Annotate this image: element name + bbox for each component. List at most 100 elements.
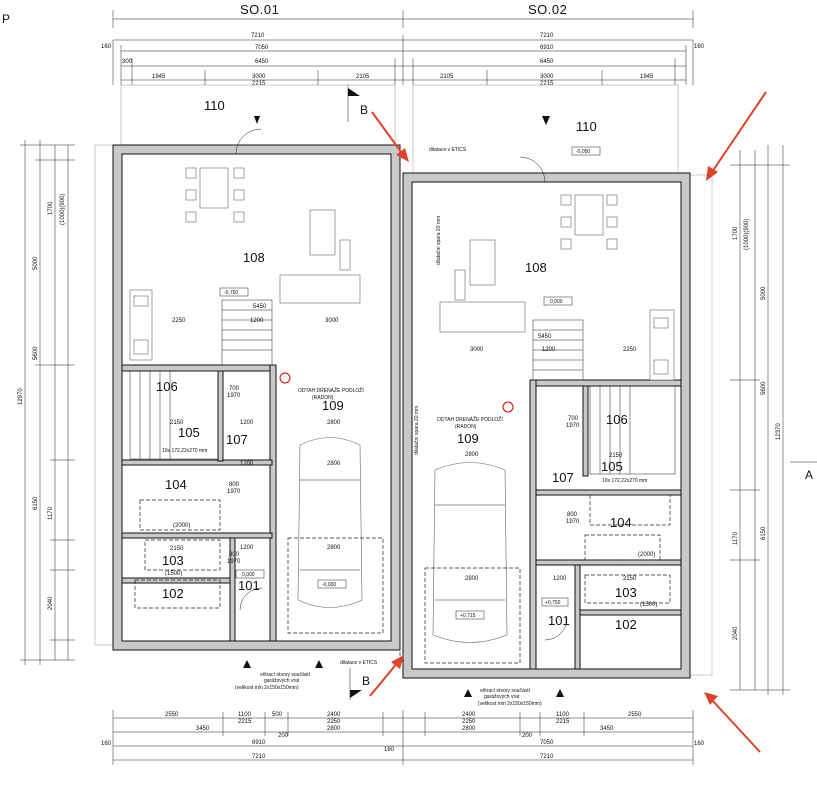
bath-fixture (139, 499, 221, 531)
exterior-wall (402, 172, 691, 679)
dim-label: 800 (567, 512, 578, 518)
room-108-left: 108 (243, 250, 265, 265)
vetraci-note-2: garážových vrat (484, 694, 520, 700)
stair-note: 10x 172,22x270 mm (162, 448, 207, 454)
dim-label: 200 (278, 733, 289, 739)
dim-label: (1500) (165, 571, 182, 577)
dim-label: (2000) (638, 552, 655, 558)
side-label-right: A (805, 468, 813, 482)
dim-label: 3450 (600, 726, 614, 732)
left-levels: -0,750 0,000 -0,030 (219, 287, 347, 589)
room-108-right: 108 (525, 260, 547, 275)
room-109-left: 109 (322, 398, 344, 413)
dim-label: 2400 (327, 712, 341, 718)
dim-label: 2800 (327, 420, 341, 426)
dim-label: 6450 (255, 59, 269, 65)
garage-door-area (424, 567, 521, 664)
room-106-right: 106 (606, 412, 628, 427)
kitchen (129, 289, 153, 361)
facade-insulation (94, 144, 116, 646)
section-marker-label: B (360, 103, 368, 117)
room-107-right: 107 (552, 470, 574, 485)
dim-label: 2800 (465, 452, 479, 458)
interior-wall (121, 364, 273, 372)
door-swing (239, 587, 263, 611)
bath-fixture (589, 494, 671, 526)
dim-label: 160 (101, 44, 112, 50)
level-box: 0,000 (550, 299, 563, 305)
level-box: -0,050 (576, 149, 590, 155)
dim-label: 1970 (566, 423, 580, 429)
dim-label: 500 (272, 712, 283, 718)
dim-label: 2215 (540, 81, 554, 87)
dim-label: 2250 (623, 347, 637, 353)
building-so02 (399, 84, 713, 679)
dim-label: 1700 (48, 201, 54, 215)
room-109-right: 109 (457, 431, 479, 446)
dim-label: 3450 (196, 726, 210, 732)
dim-label: 5450 (538, 334, 552, 340)
interior-wall (535, 559, 682, 566)
dim-label: 800 (229, 482, 240, 488)
dim-label: 2215 (556, 719, 570, 725)
radon-symbol (279, 372, 291, 384)
dim-label: 2800 (462, 726, 476, 732)
dim-label: (1000)(900) (744, 219, 750, 250)
kitchen (649, 309, 675, 381)
dim-label: 2150 (609, 453, 623, 459)
staircase (129, 299, 273, 460)
dim-label: 2800 (327, 726, 341, 732)
section-title-left: SO.01 (240, 2, 279, 17)
room-102-left: 102 (162, 586, 184, 601)
dim-label: 700 (229, 386, 240, 392)
level-box: -0,030 (322, 582, 336, 588)
dilatace-vertical-note: dilatační spára 20 mm (436, 216, 442, 265)
dim-label: 2040 (733, 626, 739, 640)
dim-label: 1200 (240, 545, 254, 551)
level-box: 0,000 (242, 572, 255, 578)
stair-note: 10x 172,22x270 mm (602, 478, 647, 484)
left-interior-dims: 5450 1200 2250 3000 2800 2800 2800 2150 … (165, 304, 341, 577)
bath-fixture (134, 579, 221, 609)
top-dimensions (112, 10, 694, 85)
dim-label: 6910 (540, 45, 554, 51)
dining-table (185, 167, 245, 223)
dim-label: 3000 (325, 318, 339, 324)
left-dimensions (20, 140, 75, 665)
dim-label: 2150 (170, 420, 184, 426)
view-triangles (243, 116, 564, 697)
dim-label: 2040 (48, 596, 54, 610)
dim-label: (2000) (173, 523, 190, 529)
dim-label: 2800 (327, 545, 341, 551)
right-dimension-texts: 12370 5000 5600 6150 1700 (1000)(900) 11… (733, 219, 782, 640)
interior-wall (269, 364, 277, 642)
dim-label: 1700 (733, 226, 739, 240)
door-swing (544, 617, 568, 641)
dim-label: 700 (568, 416, 579, 422)
sofa (439, 239, 526, 333)
dim-label: 5000 (761, 286, 767, 300)
level-box: -0,750 (224, 290, 238, 296)
dim-label: 7210 (540, 33, 554, 39)
section-marker-top: B (347, 85, 368, 122)
dim-label: 160 (384, 747, 395, 753)
facade-insulation (689, 174, 713, 676)
dim-label: (1500) (640, 602, 657, 608)
bath-fixture (584, 534, 661, 561)
room-103-right: 103 (615, 585, 637, 600)
dim-label: 5600 (33, 346, 39, 360)
dim-label: (1000)(900) (60, 194, 66, 225)
room-102-right: 102 (615, 617, 637, 632)
dim-label: 1945 (152, 74, 166, 80)
dim-label: 1200 (553, 576, 567, 582)
dim-label: 1170 (733, 531, 739, 545)
door-swing (235, 128, 262, 155)
dim-label: 6910 (252, 740, 266, 746)
room-101-left: 101 (238, 578, 260, 593)
interior-wall (529, 379, 537, 670)
dim-label: 1970 (227, 559, 241, 565)
dim-label: 7210 (540, 754, 554, 760)
dim-label: 2550 (628, 712, 642, 718)
dim-label: 1170 (48, 506, 54, 520)
